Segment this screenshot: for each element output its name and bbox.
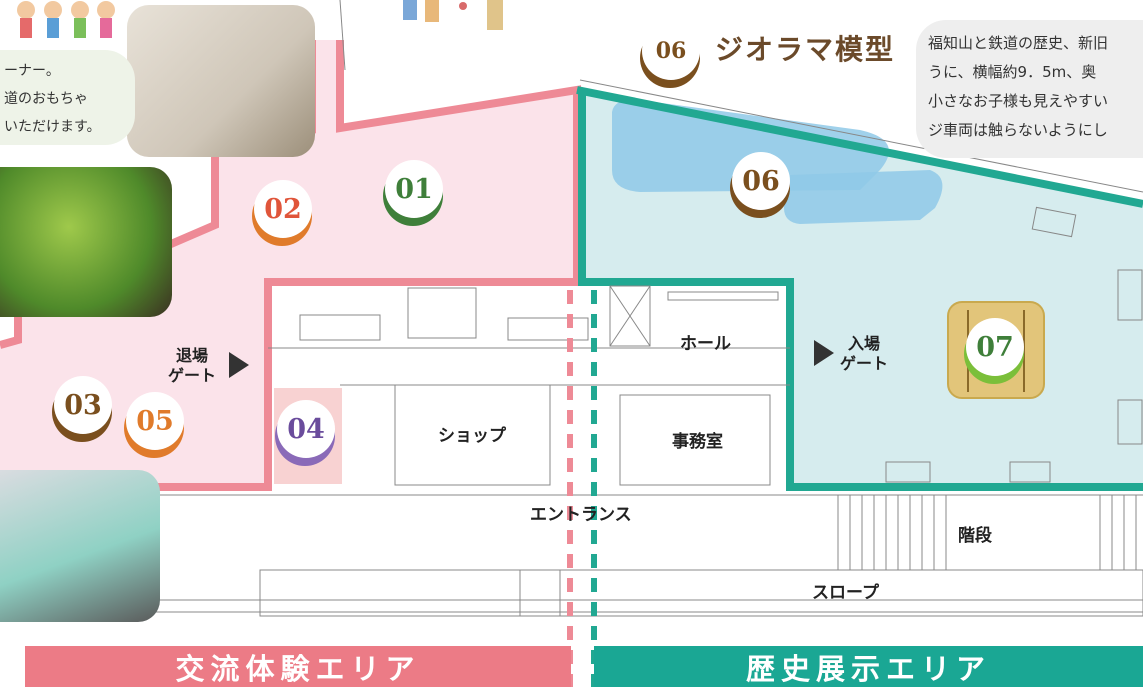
history-area-band: 歴史展示エリア bbox=[594, 646, 1143, 687]
section-description-line: ジ車両は触らないようにし bbox=[928, 121, 1108, 139]
hall-label: ホール bbox=[680, 334, 731, 354]
diorama-left-shape bbox=[612, 99, 889, 192]
zone-badge-03[interactable]: 03 bbox=[52, 376, 116, 442]
left-description-line: ーナー。 bbox=[4, 63, 60, 79]
shop-label: ショップ bbox=[438, 426, 506, 446]
exhibit-photo-train-simulator bbox=[0, 470, 160, 622]
left-description-line: いただけます。 bbox=[4, 119, 101, 135]
exhibit-photo-wall-mural bbox=[127, 5, 315, 157]
section-description-line: うに、横幅約9．5m、奥 bbox=[928, 63, 1097, 81]
exchange-area-band: 交流体験エリア bbox=[25, 646, 571, 687]
entry-gate-label: 入場 ゲート bbox=[840, 334, 889, 373]
section-description-line: 福知山と鉄道の歴史、新旧 bbox=[928, 34, 1109, 52]
history-area-border-inner bbox=[578, 92, 1143, 491]
exhibit-photo-projection-play bbox=[0, 167, 172, 317]
section-title: ジオラマ模型 bbox=[715, 33, 896, 66]
left-description-bubble: ーナー。 道のおもちゃ いただけます。 bbox=[0, 50, 135, 145]
entry-gate-arrow-icon bbox=[814, 340, 834, 366]
office-label: 事務室 bbox=[672, 432, 723, 452]
history-area-label: 歴史展示エリア bbox=[745, 651, 991, 686]
zone-badge-02[interactable]: 02 bbox=[252, 180, 316, 246]
section-number: 06 bbox=[642, 22, 700, 80]
exchange-area-label: 交流体験エリア bbox=[175, 651, 421, 686]
zone-badge-01[interactable]: 01 bbox=[383, 160, 447, 226]
slope-label: スロープ bbox=[812, 583, 879, 603]
left-description-line: 道のおもちゃ bbox=[4, 91, 88, 107]
central-block bbox=[268, 282, 790, 486]
entrance-label: エントランス bbox=[530, 505, 632, 525]
zone-badge-04-number: 04 bbox=[277, 400, 335, 458]
zone-badge-07-number: 07 bbox=[966, 318, 1024, 376]
kids-illustration bbox=[8, 0, 118, 42]
section-description-line: 小さなお子様も見えやすい bbox=[928, 92, 1109, 110]
visitors-illustration bbox=[395, 0, 525, 38]
zone-badge-07[interactable]: 07 bbox=[964, 318, 1028, 384]
history-area-border bbox=[576, 86, 1143, 208]
zone-badge-02-number: 02 bbox=[254, 180, 312, 238]
exit-gate-label: 退場 ゲート bbox=[168, 346, 217, 385]
zone-badge-03-number: 03 bbox=[54, 376, 112, 434]
exit-gate-arrow-icon bbox=[229, 352, 249, 378]
zone-badge-06-number: 06 bbox=[732, 152, 790, 210]
zone-badge-06[interactable]: 06 bbox=[730, 152, 794, 218]
diorama-right-shape bbox=[784, 170, 943, 224]
zone-badge-05[interactable]: 05 bbox=[124, 392, 188, 458]
section-badge: 06 bbox=[640, 22, 704, 88]
exchange-area-fill bbox=[0, 40, 577, 485]
section-description-bubble: 福知山と鉄道の歴史、新旧 うに、横幅約9．5m、奥 小さなお子様も見えやすい ジ… bbox=[916, 20, 1143, 158]
zone-badge-05-number: 05 bbox=[126, 392, 184, 450]
stairs-label: 階段 bbox=[958, 526, 992, 546]
zone-badge-01-number: 01 bbox=[385, 160, 443, 218]
zone-badge-04[interactable]: 04 bbox=[275, 400, 339, 466]
exchange-area-border bbox=[0, 40, 581, 491]
